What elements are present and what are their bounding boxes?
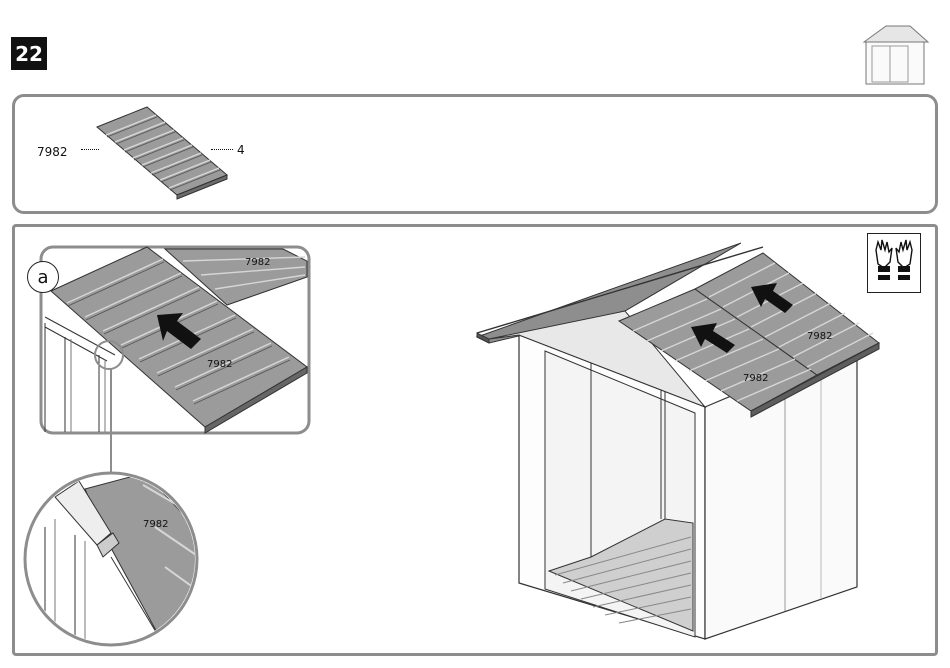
gloves-icon <box>868 234 920 292</box>
gloves-icon-box <box>867 233 921 293</box>
parts-panel: 7982 4 <box>12 94 938 214</box>
assembly-illustration <box>15 227 935 653</box>
detail-a-label-top: 7982 <box>245 257 270 268</box>
shed-thumbnail-icon <box>858 22 932 86</box>
part-code: 7982 <box>37 145 68 159</box>
main-illustration-panel: a 7982 7982 7982 7982 7982 <box>12 224 938 656</box>
main-roof-label-left: 7982 <box>743 373 768 384</box>
shed-main-illustration <box>477 243 879 639</box>
detail-a-label-main: 7982 <box>207 359 232 370</box>
part-quantity: 4 <box>237 143 245 157</box>
main-roof-label-right: 7982 <box>807 331 832 342</box>
roof-panel-part-illustration <box>85 105 235 205</box>
detail-a-callout: a <box>27 261 59 293</box>
detail-zoom-circle <box>25 473 201 647</box>
detail-zoom-label: 7982 <box>143 519 168 530</box>
step-number: 22 <box>11 37 47 70</box>
part-leader-right <box>211 149 233 150</box>
